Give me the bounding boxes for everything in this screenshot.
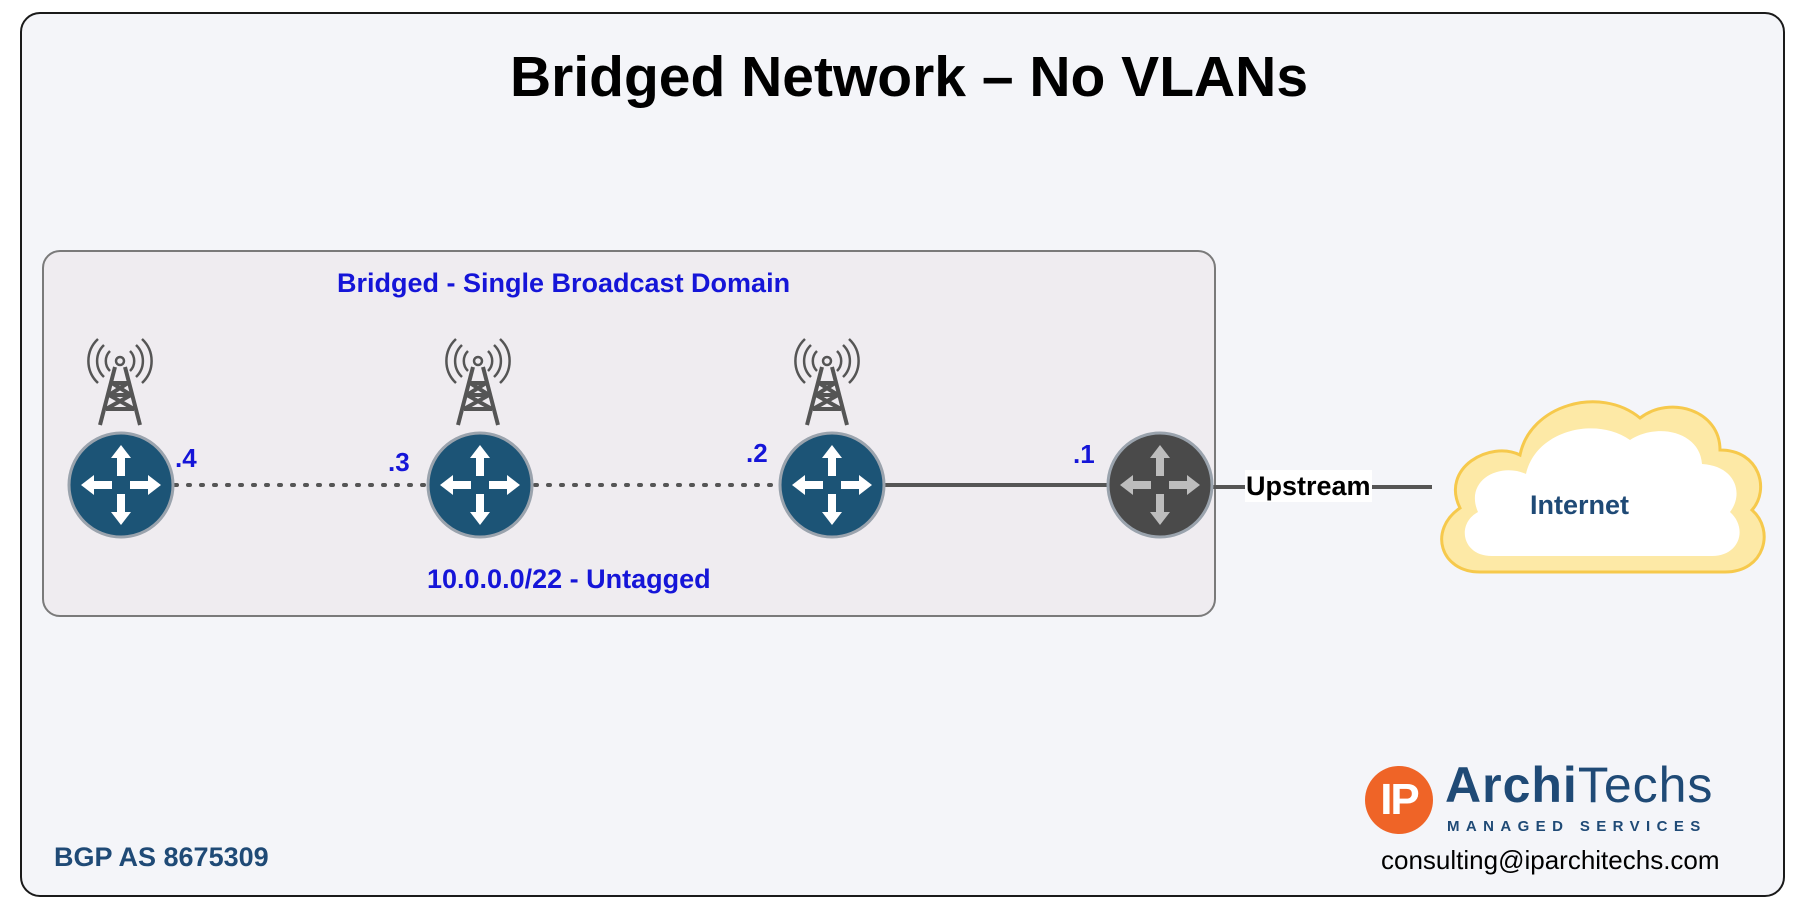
router-icon-3 [426,431,534,539]
antenna-icon [793,337,861,427]
antenna-icon [86,337,154,427]
broadcast-domain-label: Bridged - Single Broadcast Domain [337,268,791,298]
logo-wordmark: ArchiTechs [1445,756,1713,814]
page-title: Bridged Network – No VLANs [509,45,1309,109]
ip-label-router-2: .2 [746,438,768,468]
logo-mark: IP [1365,766,1433,834]
antenna-icon [444,337,512,427]
internet-label: Internet [1530,490,1630,520]
broadcast-domain-box [42,250,1216,617]
logo-tagline: MANAGED SERVICES [1447,818,1707,835]
logo-name-bold: Archi [1445,757,1578,813]
contact-email: consulting@iparchitechs.com [1381,845,1720,875]
subnet-label: 10.0.0.0/22 - Untagged [427,564,711,594]
ip-label-router-4: .4 [175,443,197,473]
company-logo: IP ArchiTechs MANAGED SERVICES [1365,757,1725,838]
router-icon-1 [1106,431,1214,539]
router-icon-2 [778,431,886,539]
logo-name-regular: Techs [1577,757,1714,813]
upstream-label: Upstream [1245,470,1372,502]
ip-label-router-1: .1 [1073,439,1095,469]
ip-label-router-3: .3 [388,447,410,477]
bgp-as-label: BGP AS 8675309 [54,842,269,872]
cloud-icon [1440,400,1766,574]
router-icon-4 [67,431,175,539]
